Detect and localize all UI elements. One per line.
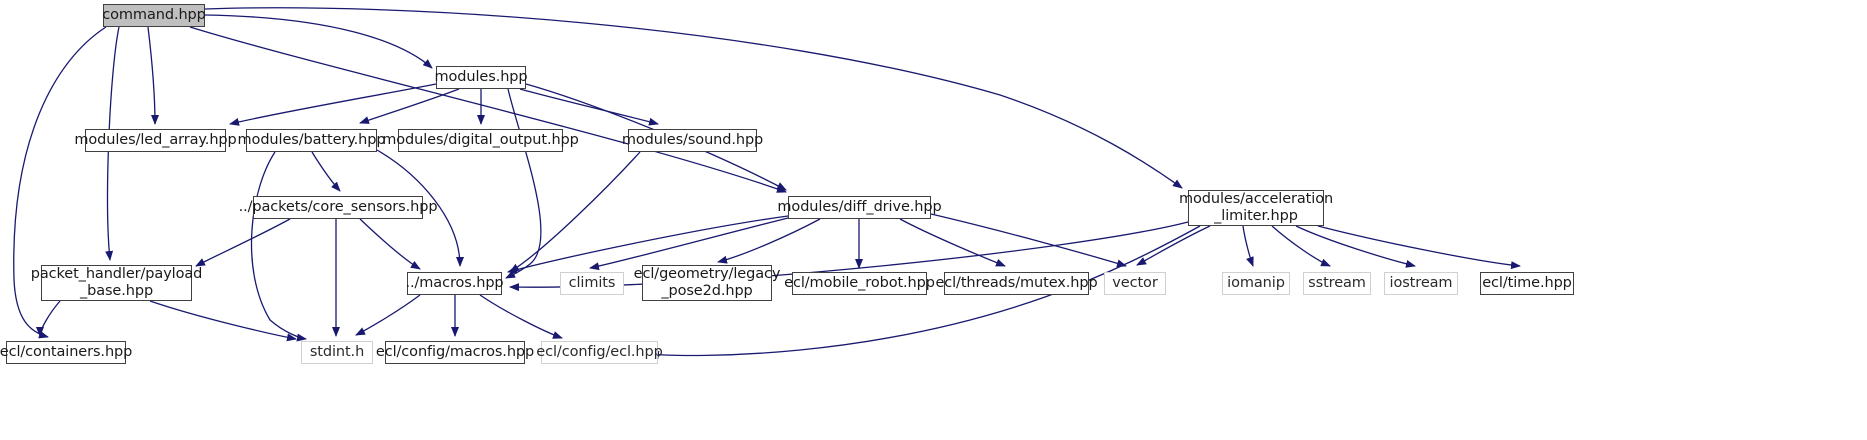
node-modules-hpp[interactable]: modules.hpp xyxy=(435,66,528,89)
edge-accel_limiter-iomanip xyxy=(1242,225,1254,267)
edge-command-accel_limiter xyxy=(204,7,1183,189)
edge-modules-macros xyxy=(505,88,542,279)
node-modules-diff-drive-hpp[interactable]: modules/diff_drive.hpp xyxy=(777,196,942,219)
edge-core_sensors-macros xyxy=(359,218,421,270)
node-ecl-threads-mutex-hpp[interactable]: ecl/threads/mutex.hpp xyxy=(935,272,1098,295)
edge-payload_base-containers xyxy=(36,300,61,337)
node-stdint-h[interactable]: stdint.h xyxy=(301,341,373,364)
edge-macros-stdint xyxy=(355,294,421,336)
edge-command-modules xyxy=(204,14,433,69)
node-modules-sound-hpp[interactable]: modules/sound.hpp xyxy=(622,129,763,152)
edge-battery-stdint xyxy=(250,151,307,342)
edge-command-diff_drive xyxy=(189,26,787,193)
node-iomanip[interactable]: iomanip xyxy=(1222,272,1290,295)
node-ecl-containers-hpp[interactable]: ecl/containers.hpp xyxy=(0,341,132,364)
edge-diff_drive-climits xyxy=(589,217,789,271)
node-climits[interactable]: climits xyxy=(560,272,624,295)
node-ecl-time-hpp[interactable]: ecl/time.hpp xyxy=(1480,272,1574,295)
node-packets-core-sensors-hpp[interactable]: ../packets/core_sensors.hpp xyxy=(239,196,438,219)
node-packet-handler-payload-base-hpp[interactable]: packet_handler/payload _base.hpp xyxy=(30,265,203,301)
node-vector[interactable]: vector xyxy=(1104,272,1166,295)
edge-core_sensors-payload_base xyxy=(195,218,291,267)
node-ecl-geometry-legacy-pose2d-hpp[interactable]: ecl/geometry/legacy _pose2d.hpp xyxy=(633,265,781,301)
node-command-hpp[interactable]: command.hpp xyxy=(102,4,206,27)
edge-modules-battery xyxy=(359,88,460,124)
edge-macros-config_ecl xyxy=(479,294,563,339)
edge-diff_drive-pose2d xyxy=(717,218,821,264)
node-modules-battery-hpp[interactable]: modules/battery.hpp xyxy=(238,129,386,152)
edge-accel_limiter-time xyxy=(1317,225,1521,270)
edge-modules-sound xyxy=(519,88,659,126)
edge-payload_base-stdint xyxy=(149,300,297,342)
edge-modules-led_array xyxy=(229,83,437,126)
node-modules-led-array-hpp[interactable]: modules/led_array.hpp xyxy=(74,129,237,152)
node-macros-hpp[interactable]: ../macros.hpp xyxy=(405,272,504,295)
edge-accel_limiter-sstream xyxy=(1271,225,1331,267)
node-ecl-config-ecl-hpp[interactable]: ecl/config/ecl.hpp xyxy=(536,341,663,364)
node-ecl-config-macros-hpp[interactable]: ecl/config/macros.hpp xyxy=(376,341,534,364)
edge-diff_drive-mutex xyxy=(899,218,1006,267)
node-ecl-mobile-robot-hpp[interactable]: ecl/mobile_robot.hpp xyxy=(784,272,935,295)
edge-accel_limiter-iostream xyxy=(1295,225,1416,268)
edge-diff_drive-macros xyxy=(507,215,789,274)
node-iostream[interactable]: iostream xyxy=(1384,272,1458,295)
edge-sound-macros xyxy=(509,151,641,273)
node-modules-acceleration-limiter-hpp[interactable]: modules/acceleration _limiter.hpp xyxy=(1178,190,1334,226)
edge-battery-core_sensors xyxy=(311,151,341,192)
edge-command-led_array xyxy=(147,26,159,125)
node-modules-digital-output-hpp[interactable]: modules/digital_output.hpp xyxy=(382,129,579,152)
edge-accel_limiter-vector xyxy=(1136,225,1211,266)
edge-diff_drive-vector xyxy=(930,213,1127,268)
node-sstream[interactable]: sstream xyxy=(1303,272,1371,295)
